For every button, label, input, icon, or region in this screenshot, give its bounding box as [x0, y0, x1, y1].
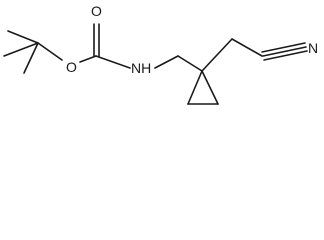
cyanomethyl-group: [201, 38, 308, 72]
bond-nitrile-triple-b: [262, 46, 307, 57]
nitrogen-nitrile-label: N: [308, 40, 318, 56]
cyclopropane-ring: [187, 70, 219, 105]
bond-ring-left: [187, 70, 203, 105]
bond-ring-right: [201, 70, 219, 105]
carbamate-group: [79, 23, 131, 69]
bond-nitrile-triple-c: [263, 50, 308, 61]
atom-labels: O O NH N: [66, 3, 318, 76]
bond-methylene-to-nitrile-carbon: [231, 38, 263, 57]
bond-methyl-left: [3, 42, 39, 57]
bond-carbonyl-to-nitrogen: [95, 55, 131, 69]
oxygen-carbonyl-label: O: [91, 3, 102, 19]
tert-butyl-group: [3, 30, 63, 74]
bond-nitrile-triple-a: [261, 42, 306, 53]
methylene-linker: [154, 55, 203, 72]
nitrogen-amide-label: NH: [131, 60, 151, 76]
structural-formula: O O NH N: [3, 3, 318, 105]
bond-methylene-to-ring: [177, 55, 203, 72]
oxygen-ester-label: O: [66, 59, 77, 75]
bond-oxygen-to-carbonyl: [79, 55, 97, 63]
bond-nitrogen-to-methylene: [154, 55, 179, 69]
bond-methyl-top: [7, 30, 39, 44]
bond-methyl-bottom: [23, 42, 39, 74]
bond-ring-to-methylene: [201, 38, 233, 72]
bond-quaternary-to-oxygen: [37, 42, 63, 61]
